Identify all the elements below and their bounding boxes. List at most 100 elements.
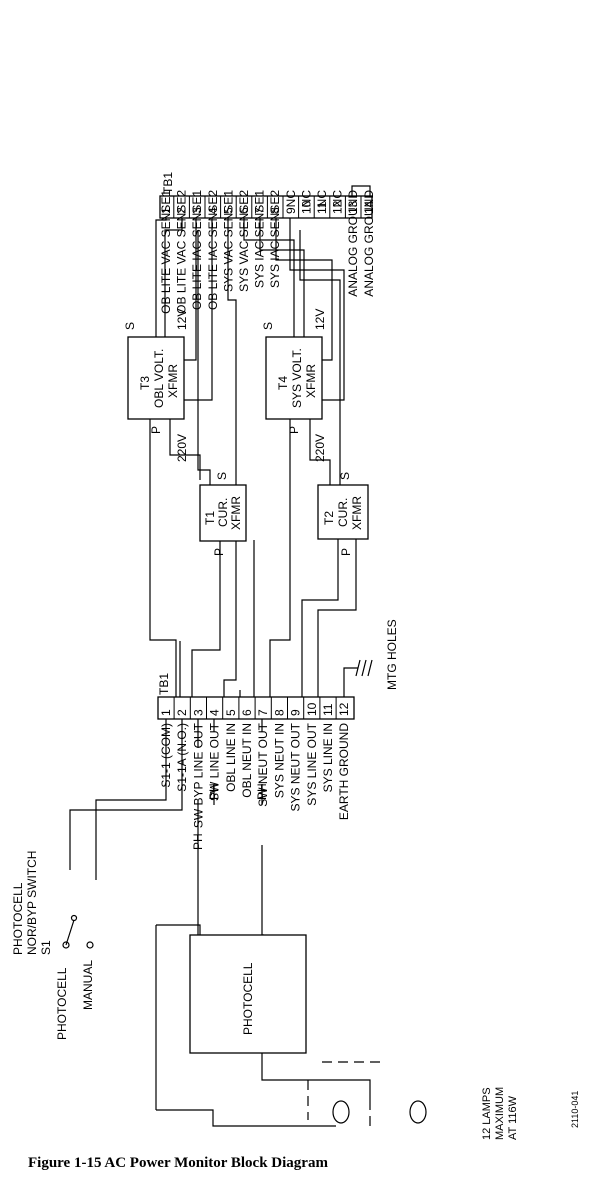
- tb1-left-terminal-number: 6: [240, 709, 254, 716]
- tb1-right-terminal-number: 6: [237, 207, 251, 214]
- transformer-t4: T4 SYS VOLT. XFMR P S 220V 12V: [261, 309, 327, 462]
- tb1-right-terminal-label: OB LITE IAC SENSE1: [190, 190, 204, 310]
- t2-p-label: P: [339, 548, 353, 556]
- tb1-left-terminal-number: 4: [208, 709, 222, 716]
- tb1-right-terminal-label: ANALOG GROUND: [362, 190, 376, 297]
- tb1-right-terminal-label: NC: [299, 190, 313, 208]
- t1-p-label: P: [212, 548, 226, 556]
- figure-caption: Figure 1-15 AC Power Monitor Block Diagr…: [28, 1155, 328, 1171]
- tb1-right-terminal-number: 4: [206, 207, 220, 214]
- transformer-t1: T1 CUR. XFMR P S: [199, 472, 247, 556]
- tb1-right-header: TB1: [161, 172, 175, 194]
- tb1-left-terminal-label: SW LINE OUT: [208, 722, 222, 801]
- tb1-left-terminal-label: SW BYP LINE OUT: [191, 722, 205, 828]
- ph-label: PH: [191, 833, 205, 850]
- tb1-left-terminals: 1S1-1 (COM)2S1-1A (N.O.)3SW BYP LINE OUT…: [159, 697, 351, 828]
- photocell-label: PHOTOCELL: [241, 962, 255, 1035]
- tb1-left-terminal-label: SYS LINE IN: [321, 723, 335, 792]
- t4-box: [265, 336, 323, 420]
- t3-box: [127, 336, 185, 420]
- t4-s-label: S: [261, 322, 275, 330]
- tb1-left-terminal-number: 1: [159, 709, 173, 716]
- t1-line-1: T1: [203, 511, 217, 525]
- t3-line-1: T3: [138, 376, 152, 390]
- tb1-left-header: TB1: [157, 673, 171, 695]
- tb1-left-terminal-number: 9: [289, 709, 303, 716]
- tb1-left-block: TB1 1S1-1 (COM)2S1-1A (N.O.)3SW BYP LINE…: [157, 673, 355, 828]
- tb1-left-terminal-label: SYS LINE OUT: [305, 722, 319, 805]
- t1-s-label: S: [215, 472, 229, 480]
- t3-12v-label: 12V: [175, 309, 189, 330]
- t1-line-3: XFMR: [229, 496, 243, 530]
- t4-12v-label: 12V: [313, 309, 327, 330]
- t2-box: [317, 484, 369, 540]
- tb1-right-terminal-label: OB LITE VAC SENSE1: [159, 190, 173, 314]
- tb1-right-terminal-label: SYS IAC SENSE2: [268, 190, 282, 288]
- switch-title-line-1: PHOTOCELL: [11, 882, 25, 955]
- tb1-left-terminal-number: 2: [175, 709, 189, 716]
- tb1-right-terminal-number: 13: [346, 200, 360, 214]
- t3-line-3: XFMR: [166, 364, 180, 398]
- lamps-line-3: AT 116W: [507, 1095, 519, 1140]
- lamps-line-1: 12 LAMPS: [481, 1087, 493, 1140]
- wiring: [62, 185, 386, 1127]
- t3-220v-label: 220V: [175, 434, 189, 462]
- tb1-right-terminal-label: NC: [331, 190, 345, 208]
- tb1-right-terminal-label: NC: [315, 190, 329, 208]
- switch-title-line-3: S1: [39, 940, 53, 955]
- t4-line-2: SYS VOLT.: [290, 348, 304, 408]
- tb1-left-terminal-number: 12: [337, 702, 351, 716]
- ph-label: PH: [207, 783, 221, 800]
- photocell-box: [189, 934, 307, 1054]
- tb1-right-terminal-label: OB LITE IAC SENSE2: [206, 190, 220, 310]
- switch-labels: PHOTOCELL NOR/BYP SWITCH S1 PHOTOCELL MA…: [11, 851, 95, 1040]
- tb1-right-terminal-number: 8: [268, 207, 282, 214]
- tb1-left-terminal-number: 7: [256, 709, 270, 716]
- tb1-right-terminal-label: NC: [284, 190, 298, 208]
- tb1-left-terminal-label: SYS NEUT OUT: [289, 722, 303, 811]
- tb1-left-terminal-label: OBL NEUT IN: [240, 723, 254, 798]
- t4-line-3: XFMR: [304, 364, 318, 398]
- lamps-line-2: MAXIMUM: [494, 1087, 506, 1140]
- tb1-right-terminal-number: 7: [253, 207, 267, 214]
- mtg-holes-label: MTG HOLES: [385, 619, 399, 690]
- tb1-right-terminal-number: 5: [221, 207, 235, 214]
- t3-s-label: S: [123, 322, 137, 330]
- tb1-right-terminal-number: 10: [299, 200, 313, 214]
- tb1-right-terminal-number: 14: [362, 200, 376, 214]
- tb1-left-terminal-label: SYS NEUT IN: [272, 723, 286, 798]
- t2-line-3: XFMR: [350, 496, 364, 530]
- tb1-right-terminal-label: ANALOG GROUND: [346, 190, 360, 297]
- tb1-right-terminal-label: OB LITE VAC SENSE2: [175, 190, 189, 314]
- tb1-right-terminal-number: 3: [190, 207, 204, 214]
- ph-label: PH: [255, 783, 269, 800]
- t2-line-2: CUR.: [336, 498, 350, 527]
- t2-s-label: S: [338, 472, 352, 480]
- tb1-left-terminal-label: EARTH GROUND: [337, 723, 351, 820]
- tb1-right-terminal-number: 11: [315, 201, 329, 214]
- tb1-right-terminal-number: 2: [175, 207, 189, 214]
- transformer-t3: T3 OBL VOLT. XFMR P S 220V 12V: [123, 309, 189, 462]
- t1-box: [199, 484, 247, 542]
- transformer-t2: T2 CUR. XFMR P S: [317, 472, 369, 556]
- t4-220v-label: 220V: [313, 434, 327, 462]
- tb1-left-terminal-label: SW NEUT OUT: [256, 722, 270, 806]
- tb1-left-terminal-number: 11: [321, 703, 335, 716]
- t4-p-label: P: [287, 426, 301, 434]
- lamps-label: 12 LAMPS MAXIMUM AT 116W: [481, 1087, 519, 1140]
- tb1-right-terminal-number: 12: [331, 200, 345, 214]
- switch-pos-photocell: PHOTOCELL: [55, 967, 69, 1040]
- figure-id: 2110-041: [570, 1091, 580, 1128]
- tb1-left-terminal-number: 10: [305, 702, 319, 716]
- tb1-left-terminal-label: OBL LINE IN: [224, 723, 238, 792]
- switch-title-line-2: NOR/BYP SWITCH: [25, 851, 39, 955]
- tb1-right-terminal-number: 1: [159, 207, 173, 214]
- tb1-right-terminal-number: 9: [284, 207, 298, 214]
- lamp-icon: [332, 1100, 350, 1124]
- tb1-left-terminal-number: 5: [224, 709, 238, 716]
- switch-pos-manual: MANUAL: [81, 960, 95, 1010]
- t3-p-label: P: [149, 426, 163, 434]
- ph-labels: PH PH PH: [191, 783, 269, 850]
